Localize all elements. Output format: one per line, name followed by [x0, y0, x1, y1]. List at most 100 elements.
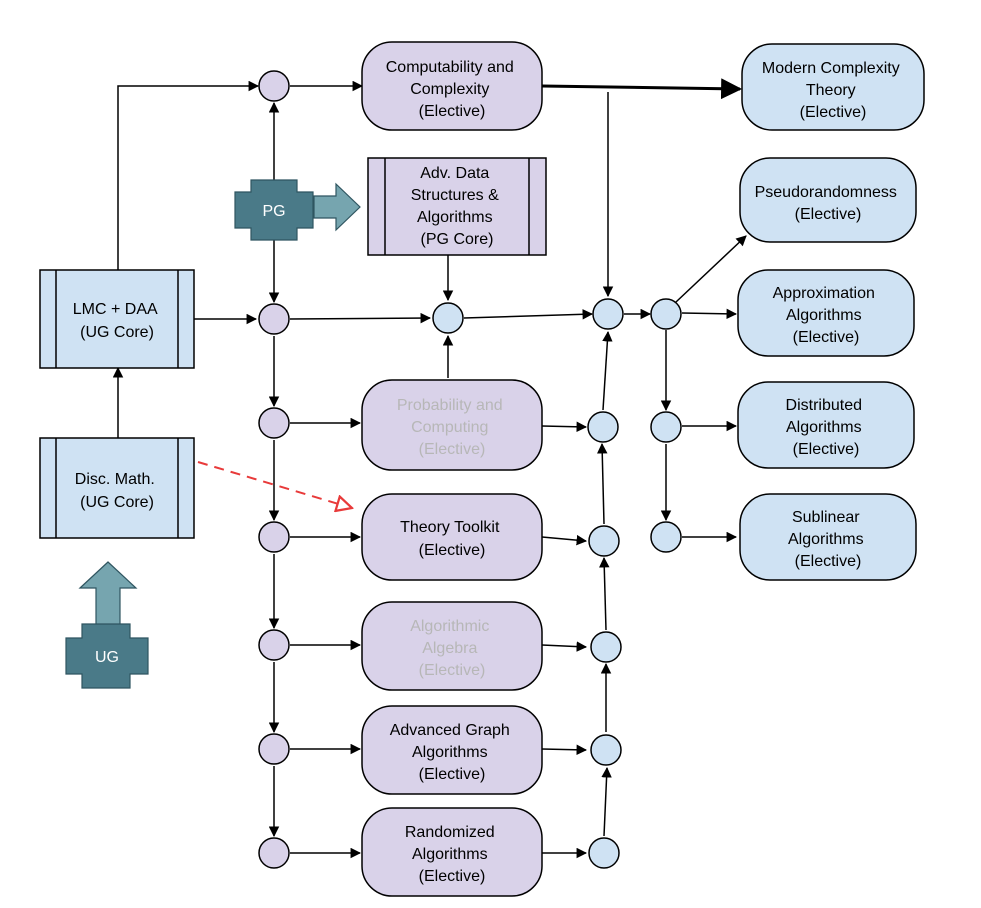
node-label-line: Adv. Data: [420, 165, 489, 182]
ug-label: UG: [95, 649, 119, 666]
node-approximation: Approximation Algorithms (Elective): [737, 269, 915, 357]
svg-text:Randomized Algorithms: Randomized Algorithms (Elective): [405, 824, 499, 885]
node-label-line: (Elective): [419, 766, 486, 783]
node-label-line: Disc. Math.: [75, 471, 155, 488]
node-label-line: (Elective): [800, 104, 867, 121]
junction-circle: [590, 631, 622, 663]
node-label-line: Algorithms: [412, 846, 488, 863]
junction-circle: [258, 303, 290, 335]
node-label-line: Distributed: [786, 397, 862, 414]
node-label-line: Modern Complexity: [762, 60, 900, 77]
svg-text:Computability and Comple: Computability and Complexity (Elective): [386, 59, 519, 120]
svg-text:Sublinear Algorithms: Sublinear Algorithms (Elective): [788, 509, 868, 570]
node-label-line: Complexity: [410, 81, 489, 98]
edge-right-chain-3: [599, 556, 610, 631]
node-label-line: (UG Core): [80, 494, 154, 511]
node-label-line: (Elective): [793, 329, 860, 346]
node-label-line: Approximation: [773, 285, 875, 302]
node-lmc-daa: LMC + DAA (UG Core): [39, 269, 195, 369]
node-label-line: Theory: [806, 82, 856, 99]
node-distributed: Distributed Algorithms (Elective): [737, 381, 915, 469]
edge-computability-to-modern: [541, 78, 743, 100]
node-label-line: (Elective): [419, 662, 486, 679]
edge-adv-graph-out: [541, 744, 588, 756]
svg-text:Disc. Math. (UG Core): Disc. Math. (UG Core): [75, 471, 159, 511]
edge-lmc-to-top-junction: [117, 80, 260, 270]
node-algorithmic-algebra: Algorithmic Algebra (Elective): [361, 601, 543, 691]
junction-circle: [258, 837, 290, 869]
node-label-line: Algorithms: [417, 209, 493, 226]
svg-text:Modern Complexity Theory: Modern Complexity Theory (Elective): [762, 60, 904, 121]
node-label-line: (Elective): [795, 553, 862, 570]
node-advanced-graph: Advanced Graph Algorithms (Elective): [361, 705, 543, 795]
ug-cross-icon: [65, 623, 149, 689]
svg-text:LMC + DAA (UG Core): LMC + DAA (UG Core): [73, 301, 161, 341]
junction-circle: [650, 298, 682, 330]
svg-text:Theory Toolkit (Elective: Theory Toolkit (Elective): [400, 519, 504, 559]
node-label-line: (UG Core): [80, 324, 154, 341]
junction-circle: [588, 837, 620, 869]
node-label-line: Algebra: [422, 640, 477, 657]
node-label-line: Computing: [411, 419, 488, 436]
pg-badge: PG: [234, 179, 361, 241]
node-label-line: (Elective): [795, 206, 862, 223]
edge-merge-to-collector: [463, 309, 594, 320]
junction-circle: [258, 629, 290, 661]
node-label-line: Structures &: [411, 187, 499, 204]
edges: [112, 78, 747, 859]
node-pseudorandomness: Pseudorandomness (Elective): [739, 157, 917, 243]
edge-theory-toolkit-out: [541, 534, 588, 546]
junction-circle: [650, 411, 682, 443]
node-sublinear: Sublinear Algorithms (Elective): [739, 493, 917, 581]
pg-arrow-icon: [313, 182, 361, 232]
svg-text:Pseudorandomness (Electi: Pseudorandomness (Elective): [755, 184, 902, 223]
svg-text:Probability and Computin: Probability and Computing (Elective): [397, 397, 507, 458]
edge-algebraic-out: [541, 641, 588, 652]
node-probability: Probability and Computing (Elective): [361, 379, 543, 471]
junction-circle: [587, 411, 619, 443]
edge-junction-to-merge: [289, 312, 432, 324]
node-label-line: (Elective): [419, 868, 486, 885]
node-label-line: Algorithms: [786, 419, 862, 436]
node-label-line: Pseudorandomness: [755, 184, 897, 201]
node-label-line: Algorithmic: [410, 618, 489, 635]
node-modern-complexity: Modern Complexity Theory (Elective): [741, 43, 925, 131]
svg-text:Advanced Graph Algorithm: Advanced Graph Algorithms (Elective): [390, 722, 515, 783]
node-computability: Computability and Complexity (Elective): [361, 41, 543, 131]
node-label-line: Algorithms: [412, 744, 488, 761]
node-randomized: Randomized Algorithms (Elective): [361, 807, 543, 897]
node-label-line: Probability and: [397, 397, 503, 414]
ug-badge: UG: [65, 561, 149, 689]
edge-hub-to-pseudorandomness: [675, 235, 747, 303]
node-disc-math: Disc. Math. (UG Core): [39, 437, 195, 539]
edge-hub-to-approximation: [681, 308, 738, 320]
junction-circle: [258, 733, 290, 765]
junction-circle: [258, 70, 290, 102]
node-label-line: LMC + DAA: [73, 301, 158, 318]
junctions: [258, 70, 682, 869]
junction-circle: [592, 298, 624, 330]
svg-text:Distributed Algorithms: Distributed Algorithms (Elective): [786, 397, 867, 458]
node-label-line: Algorithms: [788, 531, 864, 548]
junction-circle: [650, 521, 682, 553]
svg-text:Adv. Data Structures &: Adv. Data Structures & Algorithms (PG Co…: [411, 165, 503, 248]
ug-up-arrow-icon: [78, 561, 138, 627]
svg-text:Approximation Algorithms: Approximation Algorithms (Elective): [773, 285, 880, 346]
node-label-line: Sublinear: [792, 509, 860, 526]
node-label-line: (Elective): [419, 103, 486, 120]
node-label-line: Advanced Graph: [390, 722, 510, 739]
edge-probability-out: [541, 421, 588, 433]
node-label-line: (PG Core): [421, 231, 494, 248]
junction-circle: [590, 734, 622, 766]
junction-circle: [588, 525, 620, 557]
edge-right-chain-5: [602, 330, 613, 411]
svg-text:Algorithmic Algebra: Algorithmic Algebra (Elective): [410, 618, 494, 679]
node-theory-toolkit: Theory Toolkit (Elective): [361, 493, 543, 581]
pg-cross-icon: [234, 179, 314, 241]
junction-circle: [432, 302, 464, 334]
junction-circle: [258, 407, 290, 439]
dashed-arrow-discmath-to-toolkit: [197, 461, 352, 508]
node-label-line: Algorithms: [786, 307, 862, 324]
edge-right-chain-4: [596, 442, 608, 525]
